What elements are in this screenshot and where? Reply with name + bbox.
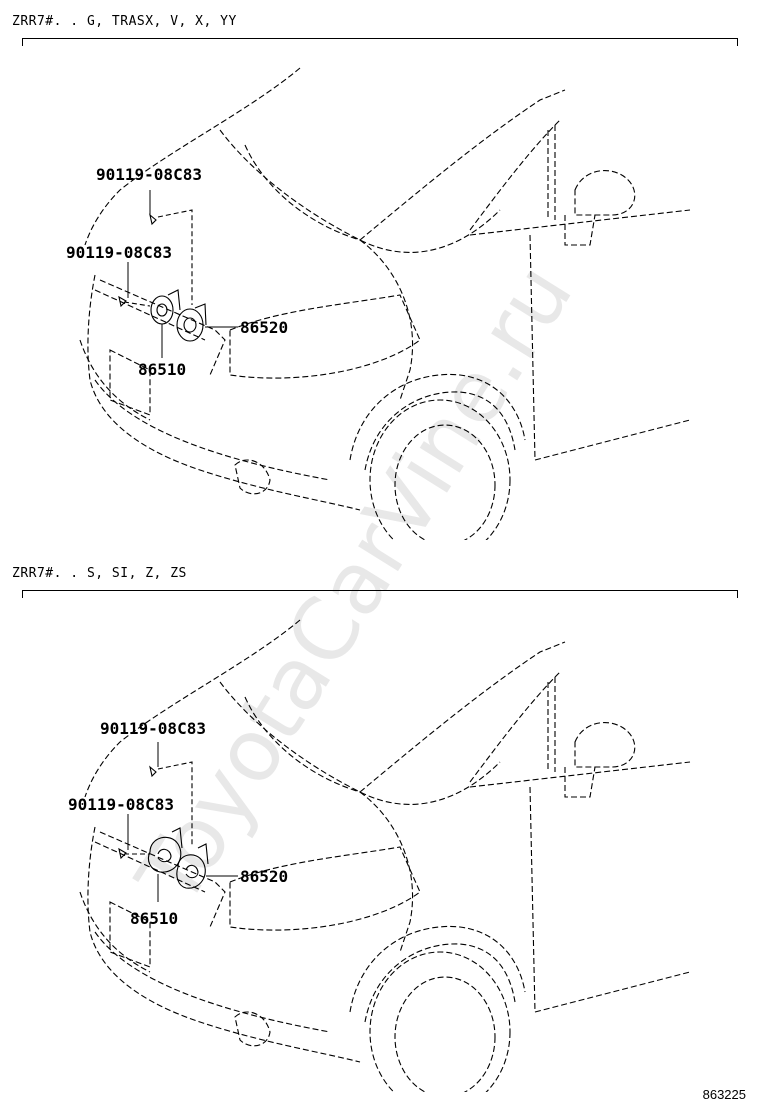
horn-assembly-2 [118, 761, 209, 889]
horn-assembly-1 [118, 209, 207, 342]
part-label-bolt-lower-1: 90119-08C83 [66, 243, 172, 262]
vehicle-diagram-1: 90119-08C83 90119-08C83 86520 86510 [66, 67, 691, 540]
part-label-horn-low-1: 86510 [138, 360, 186, 379]
leader-lines-2 [127, 742, 238, 902]
part-label-bolt-upper-1: 90119-08C83 [96, 165, 202, 184]
leader-lines-1 [127, 190, 238, 358]
part-label-horn-high-1: 86520 [240, 318, 288, 337]
part-label-bolt-upper-2: 90119-08C83 [100, 719, 206, 738]
figure-id: 863225 [702, 1087, 746, 1102]
vehicle-outline-1 [79, 67, 691, 540]
section-rule-2 [22, 590, 738, 598]
vehicle-outline-2 [79, 619, 691, 1092]
part-label-bolt-lower-2: 90119-08C83 [68, 795, 174, 814]
section-label-1: ZRR7#. . G, TRASX, V, X, YY [12, 14, 237, 29]
vehicle-diagram-2: 90119-08C83 90119-08C83 86520 86510 [68, 619, 691, 1092]
part-label-horn-high-2: 86520 [240, 867, 288, 886]
part-label-horn-low-2: 86510 [130, 909, 178, 928]
section-rule-1 [22, 38, 738, 46]
section-label-2: ZRR7#. . S, SI, Z, ZS [12, 566, 187, 581]
